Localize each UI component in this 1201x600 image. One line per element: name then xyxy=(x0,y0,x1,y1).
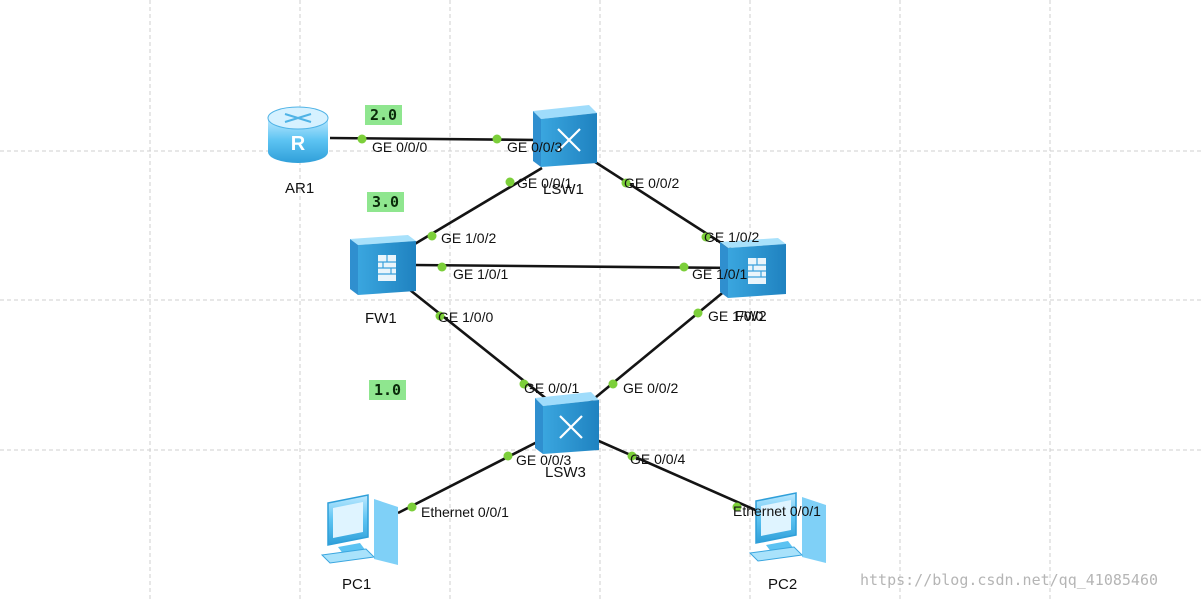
port-label: Ethernet 0/0/1 xyxy=(733,503,821,519)
port-dot xyxy=(732,502,742,512)
port-label: GE 0/0/2 xyxy=(624,175,680,191)
port-dot xyxy=(492,134,502,144)
watermark: https://blog.csdn.net/qq_41085460 xyxy=(860,571,1159,589)
port-dot xyxy=(427,231,437,241)
firewall-icon[interactable] xyxy=(720,238,786,298)
port-dot xyxy=(608,379,618,389)
port-dot xyxy=(701,232,711,242)
port-label: GE 1/0/0 xyxy=(708,308,764,324)
port-label: GE 1/0/2 xyxy=(441,230,497,246)
device-label-pc2: PC2 xyxy=(768,576,798,593)
router-icon[interactable]: R xyxy=(267,106,329,163)
port-label: GE 1/0/2 xyxy=(704,229,760,245)
svg-text:R: R xyxy=(291,133,306,155)
device-label-lsw1: LSW1 xyxy=(543,181,584,198)
device-label-fw1: FW1 xyxy=(365,310,397,327)
port-dot xyxy=(621,178,631,188)
pc-icon[interactable] xyxy=(748,492,826,563)
firewall-icon[interactable] xyxy=(350,235,416,295)
port-label: GE 0/0/3 xyxy=(507,139,563,155)
link-lsw1-fw2[interactable] xyxy=(591,158,741,257)
link-lsw3-pc2[interactable] xyxy=(591,436,761,514)
port-label: GE 0/0/0 xyxy=(372,139,428,155)
port-dot xyxy=(435,311,445,321)
port-label: GE 1/0/1 xyxy=(453,266,509,282)
link-lsw3-pc1[interactable] xyxy=(397,436,546,515)
switch-icon[interactable] xyxy=(533,105,597,167)
port-label: Ethernet 0/0/1 xyxy=(421,504,509,520)
port-label: GE 0/0/1 xyxy=(524,380,580,396)
port-dot xyxy=(407,502,417,512)
port-dot xyxy=(519,379,529,389)
device-label-ar1: AR1 xyxy=(285,180,315,197)
subnet-tag: 1.0 xyxy=(369,380,407,400)
subnet-tag: 3.0 xyxy=(367,192,405,212)
subnet-tag: 2.0 xyxy=(365,105,403,125)
port-dot xyxy=(627,451,637,461)
device-label-fw2: FW2 xyxy=(735,308,767,325)
port-dot xyxy=(503,451,513,461)
device-label-lsw3: LSW3 xyxy=(545,464,586,481)
port-label: GE 1/0/1 xyxy=(692,266,748,282)
port-dot xyxy=(437,262,447,272)
port-label: GE 0/0/1 xyxy=(517,175,573,191)
device-label-pc1: PC1 xyxy=(342,576,372,593)
port-dot xyxy=(679,262,689,272)
switch-icon[interactable] xyxy=(535,392,599,454)
port-dot xyxy=(693,308,703,318)
port-label: GE 0/0/4 xyxy=(630,451,686,467)
port-dot xyxy=(505,177,515,187)
port-label: GE 1/0/0 xyxy=(438,309,494,325)
port-label: GE 0/0/3 xyxy=(516,452,572,468)
port-dot xyxy=(357,134,367,144)
port-label: GE 0/0/2 xyxy=(623,380,679,396)
pc-icon[interactable] xyxy=(320,494,398,565)
